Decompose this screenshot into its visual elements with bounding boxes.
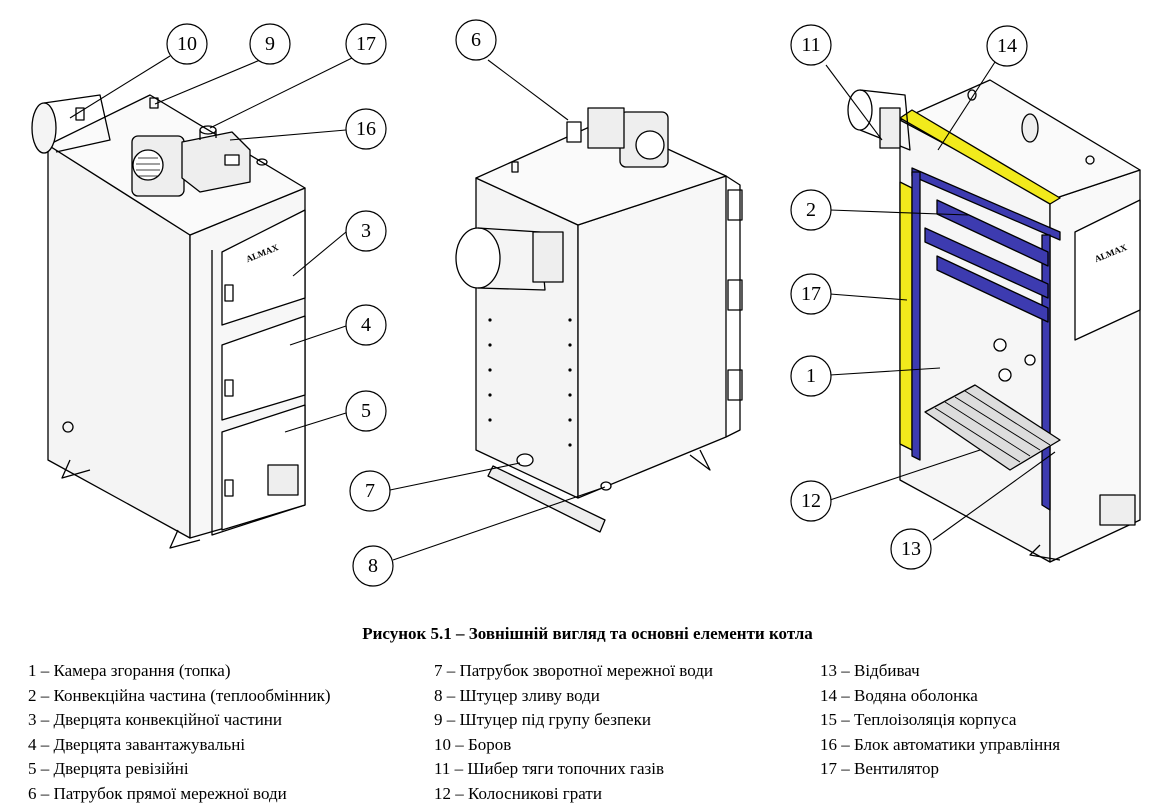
legend-item: 4 – Дверцята завантажувальні xyxy=(28,734,246,754)
callout-10: 10 xyxy=(177,33,197,55)
callout-9: 9 xyxy=(265,33,275,55)
figure-caption: Рисунок 5.1 – Зовнішній вигляд та основн… xyxy=(362,624,813,643)
legend-item: 13 – Відбивач xyxy=(820,661,920,680)
legend-item: 7 – Патрубок зворотної мережної води xyxy=(434,661,713,680)
callout-circle xyxy=(345,210,387,252)
callout-circle xyxy=(790,24,832,66)
boiler-cutaway-view: ALMAX xyxy=(847,79,1141,563)
callout-5: 5 xyxy=(361,400,371,422)
legend-item: 11 – Шибер тяги топочних газів xyxy=(434,759,665,779)
legend-item: 5 – Дверцята ревізійні xyxy=(28,759,189,779)
callout-circle xyxy=(345,108,387,150)
callout-4: 4 xyxy=(361,314,371,336)
callout-circle xyxy=(790,355,832,397)
boiler-rear-view xyxy=(455,107,743,533)
callout-circle xyxy=(249,23,291,65)
legend-item: 1 – Камера згорання (топка) xyxy=(28,661,231,680)
legend-item: 15 – Теплоізоляція корпуса xyxy=(820,710,1017,730)
callout-14: 14 xyxy=(997,35,1017,57)
callout-3: 3 xyxy=(361,220,371,242)
boiler-figure: ALMAX xyxy=(31,19,1141,587)
legend-item: 14 – Водяна оболонка xyxy=(820,685,978,705)
callout-circle xyxy=(166,23,208,65)
leader-lines xyxy=(69,55,1056,561)
callout-circle xyxy=(345,304,387,346)
legend-item: 8 – Штуцер зливу води xyxy=(434,685,600,705)
callout-circle xyxy=(352,545,394,587)
legend-column-3: 13 – Відбивач 14 – Водяна оболонка 15 – … xyxy=(820,659,1060,782)
callout-circle xyxy=(790,189,832,231)
legend-column-1: 1 – Камера згорання (топка) 2 – Конвекці… xyxy=(28,659,331,807)
callout-8: 8 xyxy=(368,555,378,577)
callout-12: 12 xyxy=(801,490,821,512)
callout-circle xyxy=(455,19,497,61)
legend-column-2: 7 – Патрубок зворотної мережної води 8 –… xyxy=(434,659,713,807)
callout-6: 6 xyxy=(471,29,481,51)
callout-1: 1 xyxy=(806,365,816,387)
legend-item: 9 – Штуцер під групу безпеки xyxy=(434,710,651,730)
legend-item: 6 – Патрубок прямої мережної води xyxy=(28,783,287,803)
callout-circle xyxy=(986,25,1028,67)
callout-circle xyxy=(345,23,387,65)
callout-17: 17 xyxy=(356,33,376,55)
callout-11: 11 xyxy=(801,34,820,56)
callout-circle xyxy=(790,273,832,315)
legend-item: 17 – Вентилятор xyxy=(820,759,940,779)
callout-circle xyxy=(345,390,387,432)
legend-item: 10 – Боров xyxy=(434,734,512,754)
callout-circle xyxy=(890,528,932,570)
legend-item: 16 – Блок автоматики управління xyxy=(820,734,1061,754)
callout-2: 2 xyxy=(806,199,816,221)
callout-16: 16 xyxy=(356,118,376,140)
legend-item: 2 – Конвекційна частина (теплообмінник) xyxy=(28,685,331,705)
legend-item: 3 – Дверцята конвекційної частини xyxy=(28,710,282,730)
callout-circle xyxy=(349,470,391,512)
legend-item: 12 – Колосникові грати xyxy=(434,783,602,803)
callout-7: 7 xyxy=(365,480,375,502)
callout-17-cutaway: 17 xyxy=(801,283,821,305)
callout-13: 13 xyxy=(901,538,921,560)
boiler-front-view: ALMAX xyxy=(31,94,306,549)
callout-circle xyxy=(790,480,832,522)
